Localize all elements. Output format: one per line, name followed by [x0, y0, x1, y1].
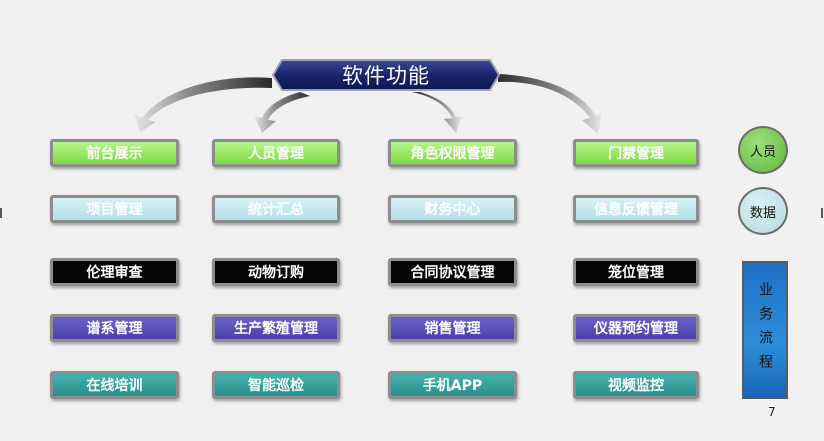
module-box: 动物订购 — [212, 258, 340, 286]
module-box: 角色权限管理 — [388, 139, 517, 167]
module-box: 生产繁殖管理 — [212, 314, 340, 342]
module-label: 视频监控 — [608, 378, 664, 394]
page-number: 7 — [768, 405, 776, 419]
module-box: 合同协议管理 — [388, 258, 517, 286]
module-box: 仪器预约管理 — [573, 314, 699, 342]
banner-shape — [272, 59, 500, 91]
module-label: 生产繁殖管理 — [234, 321, 318, 337]
business-flow-box: 业务流程 — [742, 261, 788, 399]
module-box: 项目管理 — [50, 195, 179, 223]
module-label: 人员管理 — [248, 146, 304, 162]
arrow-to-role — [412, 92, 462, 133]
module-label: 在线培训 — [86, 378, 143, 394]
module-box: 统计汇总 — [212, 195, 340, 223]
module-box: 信息反馈管理 — [573, 195, 699, 223]
module-label: 笼位管理 — [608, 265, 664, 281]
module-label: 合同协议管理 — [410, 265, 495, 281]
module-label: 动物订购 — [248, 265, 304, 281]
business-flow-label: 业务流程 — [757, 282, 773, 378]
module-label: 统计汇总 — [248, 202, 304, 218]
module-box: 门禁管理 — [573, 139, 699, 167]
title-banner: 软件功能 — [272, 59, 500, 91]
module-box: 谱系管理 — [50, 314, 179, 342]
legend-people-label: 人员 — [749, 144, 776, 160]
module-box: 智能巡检 — [212, 371, 340, 399]
arrow-to-front-display — [134, 77, 272, 132]
module-label: 财务中心 — [424, 202, 481, 218]
arrow-to-access — [498, 74, 602, 134]
module-label: 门禁管理 — [608, 146, 664, 162]
legend-data-circle: 数据 — [738, 187, 788, 235]
module-label: 智能巡检 — [248, 378, 304, 394]
module-box: 伦理审查 — [50, 258, 179, 286]
module-box: 财务中心 — [388, 195, 517, 223]
module-label: 手机APP — [422, 378, 483, 394]
module-label: 前台展示 — [86, 146, 143, 162]
module-label: 项目管理 — [86, 202, 143, 218]
module-label: 伦理审查 — [86, 265, 143, 281]
legend-people-circle: 人员 — [738, 126, 788, 174]
module-label: 销售管理 — [424, 321, 481, 337]
module-box: 人员管理 — [212, 139, 340, 167]
left-edge-marker — [0, 208, 2, 218]
module-box: 前台展示 — [50, 139, 179, 167]
module-box: 笼位管理 — [573, 258, 699, 286]
module-box: 视频监控 — [573, 371, 699, 399]
right-edge-marker — [821, 208, 823, 218]
module-label: 信息反馈管理 — [594, 202, 678, 218]
page-title: 软件功能 — [342, 64, 430, 88]
arrow-to-staff — [254, 92, 310, 133]
module-box: 销售管理 — [388, 314, 517, 342]
legend-data-label: 数据 — [749, 205, 776, 221]
module-box: 手机APP — [388, 371, 517, 399]
module-label: 角色权限管理 — [410, 146, 495, 162]
module-label: 谱系管理 — [86, 321, 143, 337]
module-label: 仪器预约管理 — [594, 321, 678, 337]
module-box: 在线培训 — [50, 371, 179, 399]
